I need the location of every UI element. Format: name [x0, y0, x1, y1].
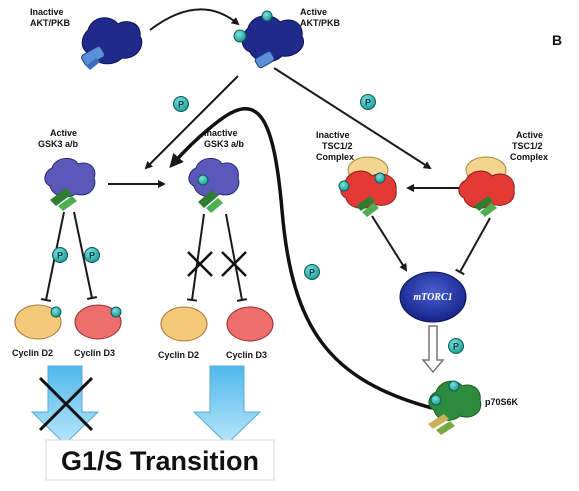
- tsc-active-to-mtorc1-inhibit: [455, 217, 491, 276]
- g1s-transition-box: G1/S Transition: [45, 439, 275, 481]
- phospho-icon-gsk3-inactive: [197, 174, 209, 186]
- akt-active-label-line2: AKT/PKB: [300, 18, 340, 28]
- phospho-icon-p70-2: [448, 380, 460, 392]
- phospho-icon-akt-gsk3: P: [173, 96, 189, 112]
- gsk3-inactive-protein: [188, 158, 240, 213]
- akt-inactive-label-line2: AKT/PKB: [30, 18, 70, 28]
- phospho-icon-p70-1: [430, 394, 442, 406]
- phospho-icon-mtorc1: P: [448, 338, 464, 354]
- akt-active-label: Active AKT/PKB: [300, 7, 340, 28]
- gsk3-active-protein: [44, 158, 96, 211]
- p70s6k-label: p70S6K: [485, 397, 519, 407]
- cyclin-d2-right-label: Cyclin D2: [158, 350, 199, 360]
- g1s-transition-label: G1/S Transition: [61, 446, 259, 476]
- tsc-inactive-label: Inactive TSC1/2 Complex: [316, 130, 354, 162]
- block-x-icon-d3: [221, 251, 247, 277]
- phospho-label: P: [178, 100, 184, 110]
- gsk3-active-label: Active GSK3 a/b: [38, 128, 79, 149]
- p70s6k-protein: [428, 380, 482, 435]
- phospho-label: P: [365, 98, 371, 108]
- gsk3-inactive-to-cyclin-d2-arrow: [186, 213, 205, 302]
- akt-activation-arrow: [149, 8, 240, 31]
- phospho-label: P: [89, 251, 95, 261]
- mtorc1-label: mTORC1: [413, 292, 452, 303]
- block-x-icon-d2: [187, 251, 213, 277]
- blocked-transition-arrow: [30, 365, 100, 445]
- gsk3-inactive-label: Inactive GSK3 a/b: [204, 128, 245, 149]
- phospho-icon-gsk3-d3: P: [84, 247, 100, 263]
- tsc-active-protein: [458, 156, 515, 217]
- gsk3-active-label-line2: GSK3 a/b: [38, 139, 79, 149]
- tsc-active-label-line3: Complex: [510, 152, 548, 162]
- akt-to-gsk3-arrow: [144, 75, 239, 170]
- cyclin-d3-left-label: Cyclin D3: [74, 348, 115, 358]
- cyclin-d3-right: Cyclin D3: [226, 306, 274, 360]
- panel-letter: B: [552, 32, 562, 48]
- tsc-inactive-label-line3: Complex: [316, 152, 354, 162]
- akt-inactive-protein: [81, 17, 143, 70]
- akt-inactive-label: Inactive AKT/PKB: [30, 7, 70, 28]
- phospho-label: P: [453, 342, 459, 352]
- cyclin-d3-right-label: Cyclin D3: [226, 350, 267, 360]
- phospho-icon-tsc-2: [374, 172, 386, 184]
- enabled-transition-arrow: [192, 365, 262, 445]
- tsc-active-label: Active TSC1/2 Complex: [510, 130, 548, 162]
- akt-active-protein: [241, 15, 304, 69]
- tsc-inactive-label-line1: Inactive: [316, 130, 350, 140]
- cyclin-d2-left: Cyclin D2: [12, 304, 62, 358]
- cyclin-d3-left: Cyclin D3: [74, 304, 122, 358]
- p70s6k-to-gsk3-arrow: [169, 107, 433, 410]
- cyclin-d2-left-label: Cyclin D2: [12, 348, 53, 358]
- phospho-icon-akt-tsc: P: [360, 94, 376, 110]
- gsk3-inactive-label-line2: GSK3 a/b: [204, 139, 245, 149]
- gsk3-active-label-line1: Active: [50, 128, 77, 138]
- gsk3-inactive-label-line1: Inactive: [204, 128, 238, 138]
- mtorc1-to-p70s6k-arrow: [421, 325, 445, 374]
- tsc-inactive-to-mtorc1-arrow: [371, 215, 408, 272]
- akt-active-label-line1: Active: [300, 7, 327, 17]
- phospho-icon-akt-2: [261, 10, 273, 22]
- cyclin-d2-right: Cyclin D2: [158, 306, 208, 360]
- phospho-icon-gsk3-d2: P: [52, 247, 68, 263]
- mtorc1-node: mTORC1: [399, 271, 467, 323]
- tsc-active-label-line1: Active: [516, 130, 543, 140]
- akt-to-tsc-arrow: [273, 67, 432, 170]
- akt-inactive-label-line1: Inactive: [30, 7, 64, 17]
- tsc-inactive-label-line2: TSC1/2: [322, 141, 353, 151]
- phospho-icon-akt-1: [233, 29, 247, 43]
- phospho-label: P: [57, 251, 63, 261]
- gsk3-to-cyclin-d3-arrow: [73, 211, 98, 301]
- phospho-icon-p70-loop: P: [304, 264, 320, 280]
- phospho-icon-tsc-1: [338, 180, 350, 192]
- tsc-active-label-line2: TSC1/2: [512, 141, 543, 151]
- gsk3-inactive-to-cyclin-d3-arrow: [225, 213, 248, 302]
- phospho-label: P: [309, 268, 315, 278]
